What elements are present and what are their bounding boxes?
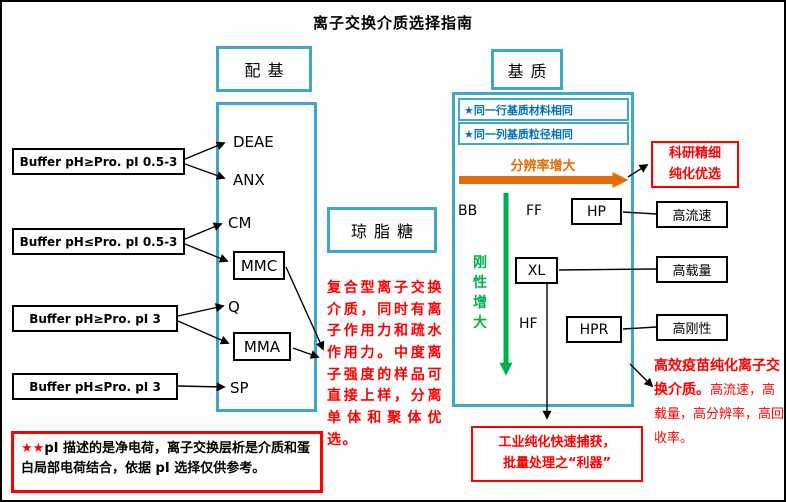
footnote-box: ★★pI 描述的是净电荷，离子交换层析是介质和蛋白局部电荷结合，依据 pI 选择… [11, 431, 323, 493]
ligand-item-mma: MMA [243, 337, 281, 356]
resolution-arrow-label: 分辨率增大 [510, 159, 576, 174]
callout-high-capacity-box: 高载量 [656, 256, 728, 283]
ligand-item-sp: SP [230, 379, 249, 397]
buffer-rule-1-label: Buffer pH≥Pro. pI 0.5-3 [19, 154, 178, 169]
callout-high-rigidity-box: 高刚性 [656, 314, 728, 341]
buffer-rule-2-label: Buffer pH≤Pro. pI 0.5-3 [19, 234, 178, 249]
buffer-rule-1: Buffer pH≥Pro. pI 0.5-3 [12, 148, 185, 175]
ligand-item-q: Q [228, 298, 240, 316]
callout-research-box: 科研精细纯化优选 [651, 141, 739, 188]
matrix-cell-xl: XL [527, 262, 546, 279]
callout-high-flow-label: 高流速 [672, 209, 712, 224]
matrix-header-box: 基质 [491, 49, 563, 90]
matrix-note-col: ★同一列基质粒径相同 [458, 122, 629, 145]
agarose-note: 复合型离子交换介质，同时有离子作用力和疏水作用力。中度离子强度的样品可直接上样，… [327, 280, 443, 448]
matrix-cell-hpr: HPR [579, 321, 609, 338]
ligand-item-deae: DEAE [233, 133, 274, 151]
agarose-box: 琼脂糖 [327, 207, 437, 253]
matrix-cell-hp-box: HP [571, 198, 622, 225]
buffer-rule-4: Buffer pH≤Pro. pI 3 [12, 373, 178, 400]
agarose-label: 琼脂糖 [350, 222, 420, 241]
ligand-header-label: 配基 [244, 61, 291, 80]
matrix-cell-hf: HF [519, 316, 538, 332]
ligand-item-mma-box: MMA [233, 332, 291, 361]
callout-vaccine-note: 高效疫苗纯化离子交换介质。高流速，高载量，高分辨率，高回收率。 [654, 353, 784, 449]
industrial-line-2: 批量处理之“利器” [502, 456, 612, 471]
matrix-cell-hp: HP [587, 203, 606, 220]
footnote-stars: ★★ [21, 441, 45, 456]
buffer-rule-4-label: Buffer pH≤Pro. pI 3 [29, 379, 161, 394]
page-title: 离子交换介质选择指南 [312, 14, 473, 32]
callout-high-flow-box: 高流速 [656, 201, 728, 228]
ligand-item-mmc-box: MMC [233, 251, 285, 280]
matrix-cell-bb: BB [458, 203, 478, 219]
matrix-header-label: 基质 [507, 61, 554, 81]
ligand-item-anx: ANX [233, 171, 265, 189]
callout-high-capacity-label: 高载量 [672, 264, 712, 279]
vaccine-detail: 高流速，高载量，高分辨率，高回收率。 [654, 383, 785, 446]
ligand-item-mmc: MMC [240, 256, 278, 275]
callout-research-label: 科研精细纯化优选 [668, 146, 721, 182]
ligand-header-box: 配基 [216, 46, 312, 92]
ligand-item-cm: CM [228, 214, 252, 232]
callout-industrial-box: 工业纯化快速捕获， 批量处理之“利器” [471, 426, 643, 482]
industrial-line-1: 工业纯化快速捕获， [498, 435, 616, 451]
matrix-cell-ff: FF [526, 203, 543, 219]
buffer-rule-3: Buffer pH≥Pro. pI 3 [12, 305, 178, 332]
rigidity-arrow-label: 刚性增大 [473, 255, 487, 331]
vaccine-title: 高效疫苗纯化离子交换介质。 [654, 358, 780, 398]
matrix-cell-hpr-box: HPR [566, 316, 622, 343]
callout-high-rigidity-label: 高刚性 [672, 322, 712, 337]
matrix-note-row: ★同一行基质材料相同 [458, 98, 629, 121]
footnote-text: pI 描述的是净电荷，离子交换层析是介质和蛋白局部电荷结合，依据 pI 选择仅供… [21, 441, 310, 476]
buffer-rule-3-label: Buffer pH≥Pro. pI 3 [29, 311, 161, 326]
buffer-rule-2: Buffer pH≤Pro. pI 0.5-3 [12, 228, 185, 255]
matrix-cell-xl-box: XL [515, 257, 558, 284]
